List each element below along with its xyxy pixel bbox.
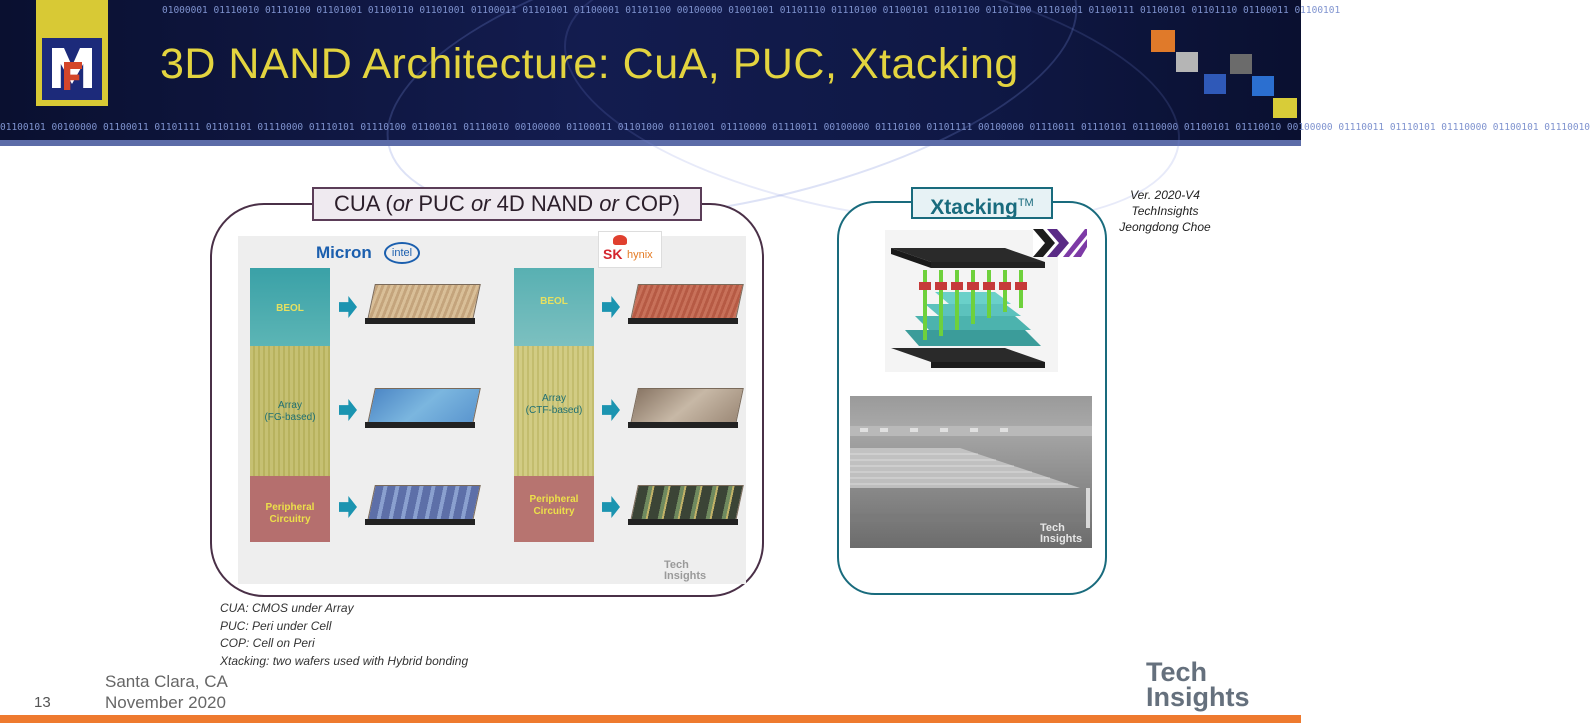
version-info: Ver. 2020-V4 TechInsights Jeongdong Choe [1119,188,1211,234]
xtacking-panel-label: XtackingTM [911,187,1053,219]
micron-beol-chip-image [363,284,481,324]
footnote-xtacking: Xtacking: two wafers used with Hybrid bo… [220,653,469,668]
binary-strip-bottom: 01100101 00100000 01100011 01101111 0110… [0,122,1590,133]
venue-location: Santa Clara, CA [105,672,228,691]
footnote-puc: PUC: Peri under Cell [220,618,332,633]
venue-info: Santa Clara, CA November 2020 [105,671,228,713]
xtacking-sem-image [850,396,1092,548]
micron-cross-section: BEOL Array (FG-based) Peripheral Circuit… [250,268,330,542]
xtacking-3d-structure-image [885,230,1058,372]
micron-beol-layer [250,268,330,346]
hynix-peri-text-2: Circuitry [533,506,575,517]
hynix-beol-chip-image [626,284,744,324]
micron-peri-layer [250,476,330,542]
micron-array-chip-image [363,388,481,428]
micron-logo: Micron [316,243,372,262]
hynix-array-layer [514,346,594,476]
micron-peri-text-2: Circuitry [269,514,311,525]
footnote-cua: CUA: CMOS under Array [220,601,354,615]
micron-array-text-1: Array [278,400,302,411]
cua-panel-label: CUA (or PUC or 4D NAND or COP) [312,187,702,221]
hynix-peri-text-1: Peripheral [529,494,579,505]
slide-header: 01000001 01110010 01110100 01101001 0110… [0,0,1590,146]
micron-peri-chip-image [363,485,481,525]
micron-peri-text-1: Peripheral [265,502,315,513]
hynix-array-text-2: (CTF-based) [525,405,583,416]
fms-logo [36,0,108,106]
skhynix-logo: SK hynix [598,231,662,268]
hynix-array-chip-image [626,388,744,428]
hynix-peri-layer [514,476,594,542]
hynix-peri-chip-image [626,485,744,525]
fms-logo-mark [42,38,102,100]
hynix-beol-layer [514,268,594,346]
page-number: 13 [34,694,51,711]
hynix-array-text-1: Array [542,393,566,404]
micron-array-text-2: (FG-based) [264,412,316,423]
slide-title: 3D NAND Architecture: CuA, PUC, Xtacking [160,40,1019,88]
micron-array-layer [250,346,330,476]
micron-beol-text: BEOL [276,303,304,314]
footnote-cop: COP: Cell on Peri [220,636,315,650]
ymtc-logo [1033,229,1087,257]
binary-strip-top: 01000001 01110010 01110100 01101001 0110… [162,5,1341,16]
intel-logo: intel [384,242,420,264]
venue-date: November 2020 [105,693,226,712]
footnotes: CUA: CMOS under Array PUC: Peri under Ce… [220,600,468,670]
hynix-cross-section: BEOL Array (CTF-based) Peripheral Circui… [514,268,594,542]
header-rule [0,140,1301,146]
hynix-beol-text: BEOL [540,296,568,307]
footer-bar [0,715,1301,723]
